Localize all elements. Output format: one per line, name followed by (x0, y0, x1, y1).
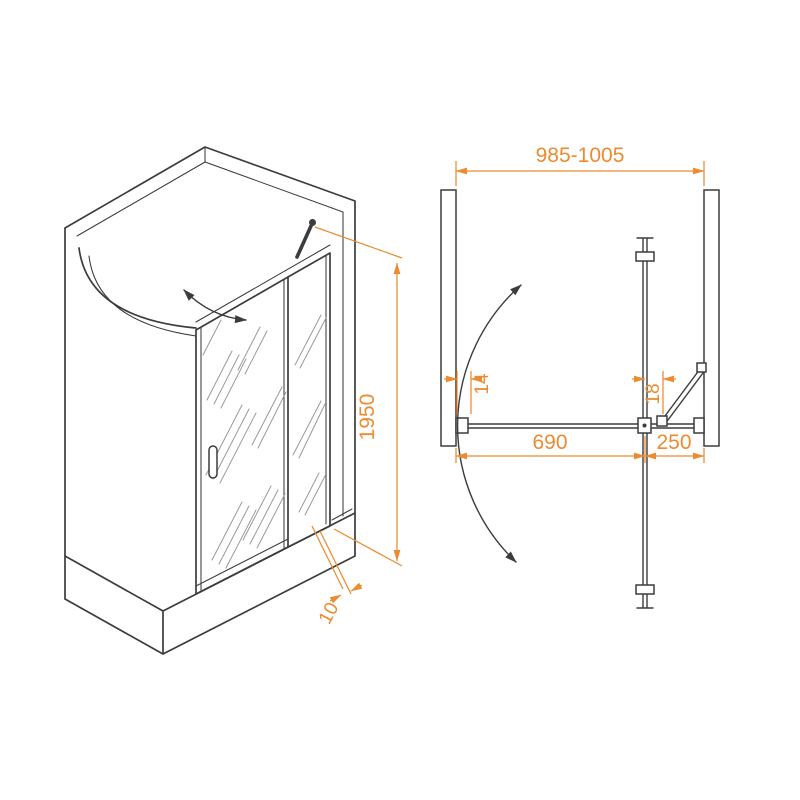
tray-edges (64, 512, 356, 655)
extension-lines (314, 226, 403, 567)
shower-tray (64, 508, 356, 655)
dimension-pivot-offset: 18 (632, 371, 676, 414)
wall-left (440, 189, 457, 447)
dimension-left-profile-label: 14 (472, 373, 493, 395)
arrow-line (350, 582, 363, 592)
curve-outer (78, 247, 197, 329)
wall-outer-edges (64, 146, 356, 557)
isometric-view: 1950 10 (64, 146, 403, 655)
dimension-opening-width: 985-1005 (455, 144, 705, 186)
door-swing-arrow-icon (183, 289, 247, 324)
door-swing-arc-icon (456, 284, 522, 563)
support-bar (656, 362, 707, 427)
glass-profiles (195, 254, 327, 592)
dimension-height: 1950 (314, 226, 403, 567)
dimension-pivot-offset-label: 18 (643, 383, 664, 404)
tray-lip-edge (331, 508, 353, 521)
bracket-bar (295, 224, 313, 259)
dimension-height-label: 1950 (356, 394, 379, 441)
glass-door-panel (195, 244, 331, 595)
dimension-left-profile: 14 (444, 371, 493, 414)
wall-profile-left (455, 417, 469, 434)
door-handle (208, 445, 218, 479)
fixed-glass-line (467, 423, 639, 429)
bracket-knob (309, 219, 316, 226)
plan-view: 985-1005 (440, 144, 720, 609)
glass-hatching (202, 314, 327, 569)
dimension-side-panel-label: 250 (656, 431, 691, 454)
dimension-door-width: 690 (455, 431, 646, 463)
dimension-opening-width-label: 985-1005 (536, 144, 625, 167)
curve-inner (88, 255, 197, 337)
dimension-tray-lip-label: 10 (315, 599, 343, 628)
support-bar-lines (661, 368, 704, 425)
dimension-door-width-label: 690 (532, 431, 567, 454)
wall-profile-right (693, 417, 705, 434)
fixed-glass (287, 252, 331, 548)
door-edge-profile (635, 584, 655, 595)
pivot-hinge (637, 417, 652, 434)
door-edge-profile (635, 251, 655, 262)
wall-right (703, 189, 720, 447)
extension-lines (311, 525, 352, 595)
header-profile (195, 244, 331, 323)
pivot-point (642, 423, 647, 428)
dimension-side-panel: 250 (644, 431, 705, 463)
enclosure-frame (64, 146, 356, 557)
arrow-line (329, 594, 342, 604)
curved-wall-cutout (78, 247, 197, 337)
wall-inner-edges (76, 146, 344, 517)
support-bracket (295, 219, 316, 259)
support-bar-glass-mount (656, 415, 668, 427)
support-bar-wall-mount (696, 362, 707, 373)
